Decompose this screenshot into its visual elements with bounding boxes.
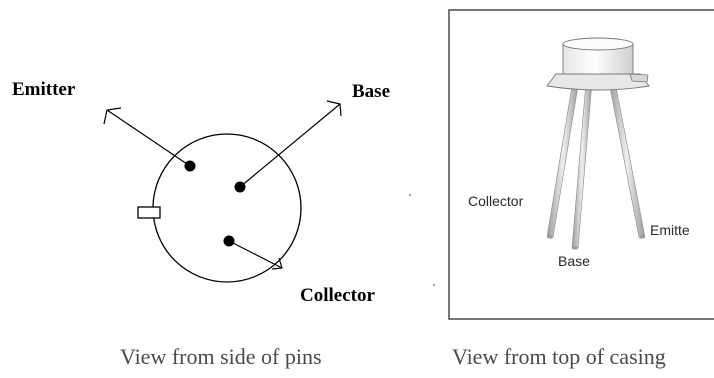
casing-top-view: Collector Base Emitte bbox=[448, 9, 714, 320]
transistor-casing bbox=[546, 37, 650, 91]
pin-side-view: Emitter Base Collector bbox=[12, 79, 435, 306]
orientation-tab bbox=[137, 206, 161, 219]
base-label: Base bbox=[352, 81, 390, 102]
casing-top-caption: View from top of casing bbox=[452, 344, 666, 369]
collector-label: Collector bbox=[300, 285, 375, 306]
pin-side-caption: View from side of pins bbox=[120, 344, 322, 369]
base-arrow bbox=[239, 100, 342, 188]
emitter-label: Emitter bbox=[12, 79, 76, 100]
casing-collector-label: Collector bbox=[468, 193, 524, 209]
emitter-arrow bbox=[103, 107, 191, 167]
casing-emitter-label: Emitte bbox=[650, 222, 690, 238]
casing-tab bbox=[629, 73, 649, 83]
casing-base-label: Base bbox=[558, 253, 590, 269]
collector-arrow bbox=[228, 240, 283, 270]
speck-mark bbox=[409, 194, 411, 196]
speck-mark bbox=[433, 284, 435, 286]
